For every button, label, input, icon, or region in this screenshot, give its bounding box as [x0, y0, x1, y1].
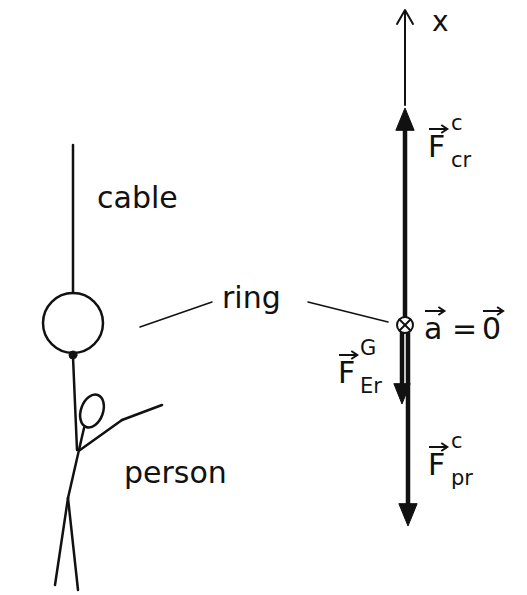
- force-arrow: [400, 332, 405, 388]
- ring-symbol: [397, 317, 413, 333]
- force-symbol: F: [428, 450, 445, 480]
- force-subscript: cr: [451, 150, 471, 171]
- axis-label: x: [432, 8, 449, 36]
- part-name: person: [124, 458, 227, 488]
- force-symbol: F: [338, 358, 355, 388]
- part-name: ring: [222, 283, 281, 313]
- force-symbol: F: [428, 132, 445, 162]
- force-arrow: [406, 332, 411, 508]
- force-arrowhead: [399, 504, 417, 526]
- zero-vector: 0: [482, 314, 501, 344]
- axis-head: [397, 10, 413, 24]
- cable-line: [72, 145, 75, 293]
- leader-line: [308, 302, 388, 322]
- force-subscript: pr: [451, 468, 473, 489]
- leader-line: [140, 302, 212, 327]
- force-arrowhead: [396, 108, 414, 130]
- vector-arrow: [425, 310, 444, 312]
- ring-symbol: [400, 320, 411, 331]
- axis-line: [404, 12, 406, 105]
- force-superscript: G: [360, 338, 376, 359]
- force-subscript: Er: [360, 376, 382, 397]
- force-arrow: [403, 125, 408, 318]
- part-name: cable: [97, 183, 178, 213]
- ring-symbol: [400, 320, 411, 331]
- force-superscript: c: [451, 113, 463, 134]
- vector-arrow: [483, 310, 503, 312]
- equals-sign: =: [452, 314, 477, 344]
- acceleration-symbol: a: [424, 314, 442, 344]
- ring-circle: [43, 293, 103, 353]
- force-superscript: c: [451, 431, 463, 452]
